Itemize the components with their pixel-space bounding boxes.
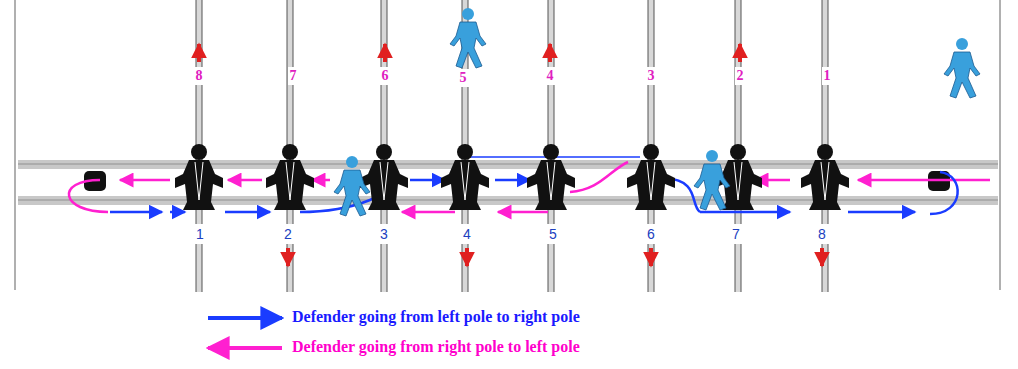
rod-number: 4 [545, 67, 556, 85]
position-number: 5 [546, 224, 560, 244]
defender-figure [801, 144, 849, 210]
position-number: 7 [729, 224, 743, 244]
position-number: 2 [281, 224, 295, 244]
position-number: 6 [644, 224, 658, 244]
position-number: 4 [460, 224, 474, 244]
defender-figure [360, 144, 408, 210]
position-number: 3 [377, 224, 391, 244]
table-bar [15, 0, 1000, 290]
rod-number: 2 [735, 67, 746, 85]
rods [196, 0, 828, 292]
legend-text: Defender going from left pole to right p… [292, 308, 580, 326]
rod-arrow [199, 44, 822, 266]
rod-number: 7 [288, 67, 299, 85]
attackers [334, 8, 980, 216]
defender-figure [627, 144, 675, 210]
attacker-figure [334, 156, 370, 216]
rod-number: 1 [822, 67, 833, 85]
attacker-figure [944, 38, 980, 98]
legend-text: Defender going from right pole to left p… [292, 338, 580, 356]
legend-row: Defender going from left pole to right p… [288, 308, 580, 326]
defender-figure [527, 144, 575, 210]
legend-arrows [208, 318, 282, 348]
defender-figure [175, 144, 223, 210]
rod-number: 3 [646, 67, 657, 85]
legend-row: Defender going from right pole to left p… [288, 338, 580, 356]
players [175, 144, 849, 210]
rod-number: 8 [194, 67, 205, 85]
defender-path-right [110, 157, 958, 214]
rod-number: 5 [458, 69, 469, 87]
attacker-figure [694, 150, 730, 210]
position-number: 8 [815, 224, 829, 244]
defender-figure [266, 144, 314, 210]
rod-number: 6 [380, 67, 391, 85]
position-number: 1 [193, 224, 207, 244]
defender-figure [441, 144, 489, 210]
attacker-figure [450, 8, 486, 68]
